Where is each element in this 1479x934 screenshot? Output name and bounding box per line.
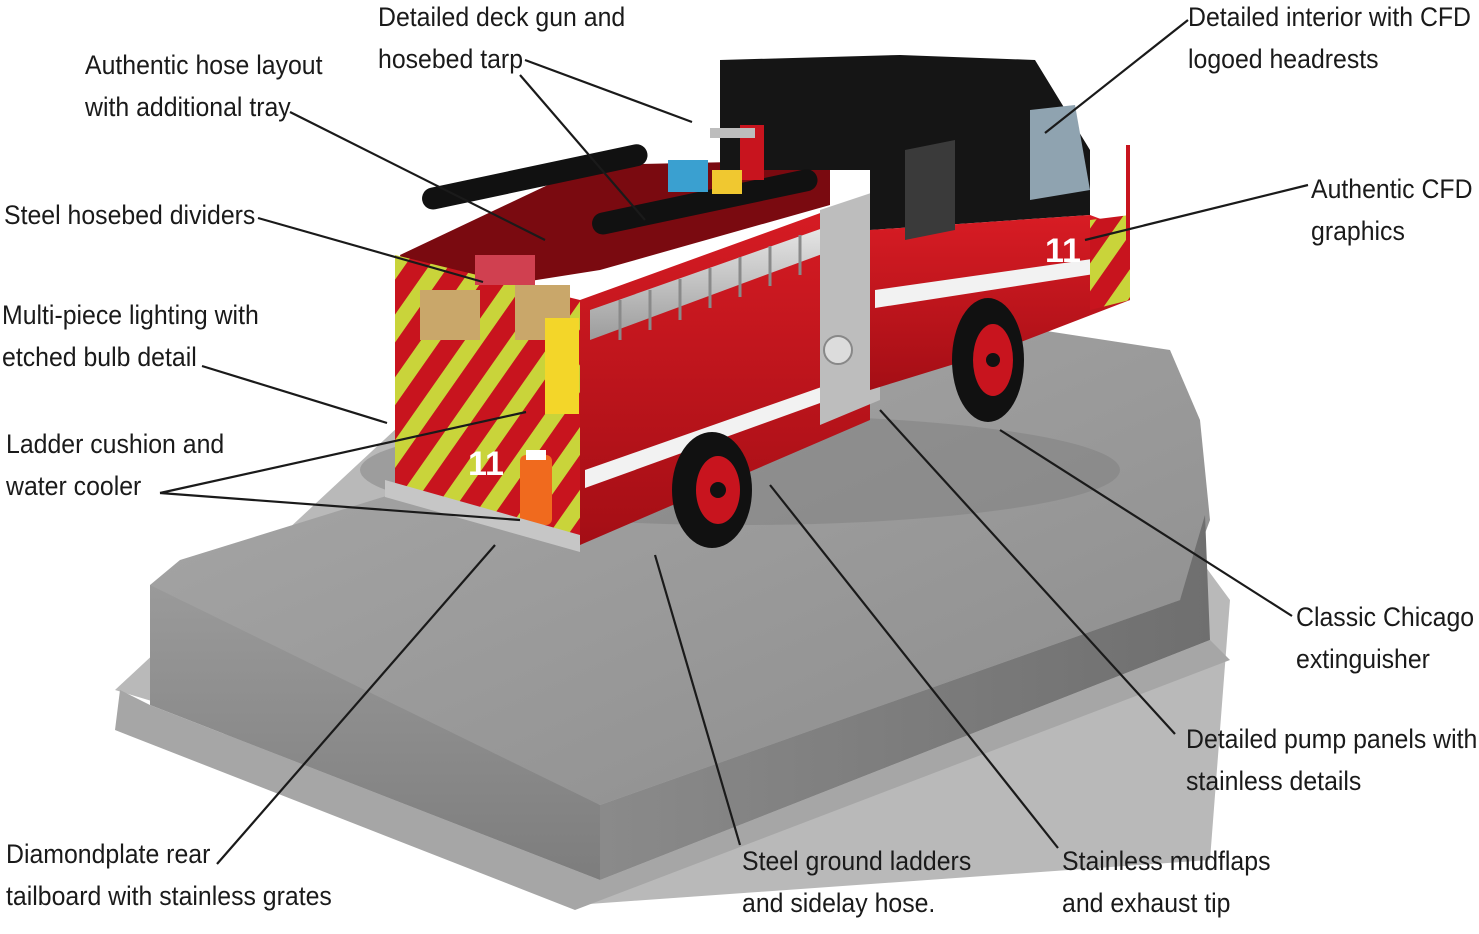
callout-line: Ladder cushion and <box>6 429 225 459</box>
callout-line: etched bulb detail <box>2 342 197 372</box>
callout-line: Detailed deck gun and <box>378 2 626 32</box>
callout-dividers: Steel hosebed dividers <box>4 194 255 236</box>
front-wheel <box>952 298 1024 422</box>
callout-line: Steel hosebed dividers <box>4 200 256 230</box>
callout-line: graphics <box>1311 216 1405 246</box>
callout-line: tailboard with stainless grates <box>6 881 332 911</box>
callout-ladder-cushion: Ladder cushion and water cooler <box>6 423 224 507</box>
callout-ground-ladders: Steel ground ladders and sidelay hose. <box>742 840 971 924</box>
callout-tailboard: Diamondplate rear tailboard with stainle… <box>6 833 332 917</box>
callout-line: Classic Chicago <box>1296 602 1475 632</box>
callout-pump-panels: Detailed pump panels with stainless deta… <box>1186 718 1477 802</box>
callout-line: Stainless mudflaps <box>1062 846 1271 876</box>
callout-line: stainless details <box>1186 766 1362 796</box>
callout-line: Diamondplate rear <box>6 839 211 869</box>
callout-extinguisher: Classic Chicago extinguisher <box>1296 596 1474 680</box>
callout-line: hosebed tarp <box>378 44 524 74</box>
callout-line: extinguisher <box>1296 644 1430 674</box>
callout-line: with additional tray <box>85 92 291 122</box>
callout-line: Authentic hose layout <box>85 50 323 80</box>
callout-line: Detailed interior with CFD <box>1188 2 1472 32</box>
callout-line: and sidelay hose. <box>742 888 936 918</box>
callout-interior: Detailed interior with CFD logoed headre… <box>1188 0 1471 80</box>
callout-line: and exhaust tip <box>1062 888 1231 918</box>
callout-mudflaps: Stainless mudflaps and exhaust tip <box>1062 840 1270 924</box>
callout-deck-gun: Detailed deck gun and hosebed tarp <box>378 0 625 80</box>
rear-unit-number: 11 <box>468 445 504 483</box>
callout-line: logoed headrests <box>1188 44 1379 74</box>
callout-line: water cooler <box>6 471 142 501</box>
callout-line: Authentic CFD <box>1311 174 1473 204</box>
callout-line: Steel ground ladders <box>742 846 972 876</box>
callout-line: Multi-piece lighting with <box>2 300 259 330</box>
rear-wheel <box>672 432 752 548</box>
fire-engine: 11 11 <box>385 55 1130 552</box>
callout-hose-layout: Authentic hose layout with additional tr… <box>85 44 323 128</box>
callout-line: Detailed pump panels with <box>1186 724 1478 754</box>
callout-graphics: Authentic CFD graphics <box>1311 168 1473 252</box>
leader-lines <box>159 19 1309 865</box>
callout-lighting: Multi-piece lighting with etched bulb de… <box>2 294 259 378</box>
side-unit-number: 11 <box>1045 232 1081 270</box>
